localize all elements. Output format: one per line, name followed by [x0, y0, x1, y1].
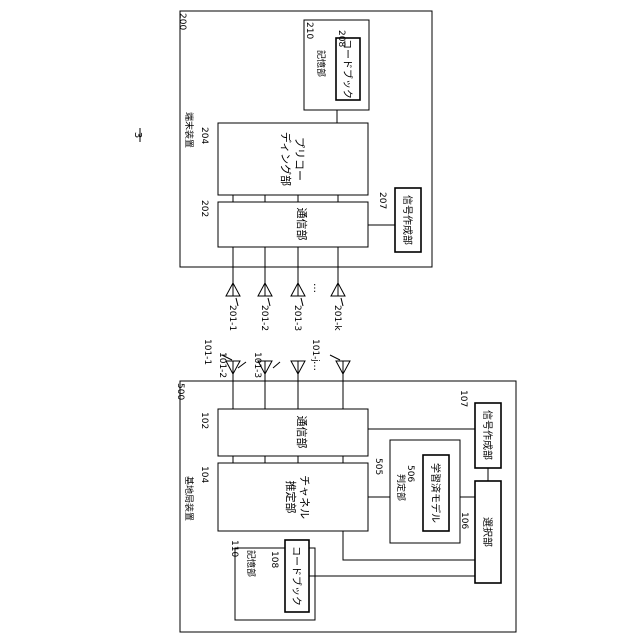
base-select-label: 選択部	[481, 517, 494, 547]
base-storage-ref: 110	[229, 540, 239, 557]
figure-number: 3	[132, 132, 143, 138]
terminal-antenna-1	[226, 283, 240, 296]
base-comm-box	[218, 409, 368, 456]
base-title: 基地局装置	[183, 476, 195, 521]
terminal-antenna-2	[258, 283, 272, 296]
terminal-precoding-label-1: プリコー	[293, 137, 306, 181]
base-antenna-label-j: 101-j	[310, 339, 320, 362]
terminal-antenna-label-3: 201-3	[292, 305, 302, 331]
base-channel-ref: 104	[199, 466, 209, 483]
terminal-antenna-leaders	[236, 298, 343, 306]
base-antenna-j	[336, 361, 350, 374]
terminal-ref: 200	[177, 13, 187, 30]
terminal-antenna-ellipsis: …	[311, 283, 322, 293]
base-codebook-ref: 108	[269, 551, 279, 568]
base-antenna-3	[291, 361, 305, 374]
terminal-comm-box	[218, 202, 368, 247]
base-channel-label-2: 推定部	[284, 481, 298, 514]
base-comm-label: 通信部	[295, 416, 309, 449]
terminal-storage-ref: 210	[304, 22, 314, 39]
base-judge-ref: 505	[373, 458, 383, 475]
terminal-signal-label: 信号作成部	[401, 195, 414, 245]
terminal-comm-label: 通信部	[295, 208, 309, 241]
terminal-antenna-3	[291, 283, 305, 296]
terminal-antenna-label-k: 201-k	[332, 305, 342, 331]
base-antenna-ellipsis: …	[311, 361, 322, 371]
base-storage-label: 記憶部	[245, 550, 257, 577]
terminal-precoding-box	[218, 123, 368, 195]
terminal-codebook-label: コードブック	[341, 39, 354, 99]
terminal-signal-ref: 207	[377, 192, 387, 209]
base-channel-label-1: チャネル	[298, 475, 311, 519]
terminal-storage-label: 記憶部	[315, 50, 327, 77]
terminal-comm-ref: 202	[199, 200, 209, 217]
terminal-antenna-label-2: 201-2	[259, 305, 269, 331]
terminal-precoding-ref: 204	[199, 127, 209, 144]
base-signal-label: 信号作成部	[481, 410, 494, 460]
terminal-antenna-label-1: 201-1	[227, 305, 237, 331]
terminal-precoding-label-2: ディング部	[279, 132, 293, 186]
base-model-label: 学習済モデル	[429, 463, 442, 523]
base-antenna-label-1: 101-1	[202, 339, 212, 365]
terminal-antenna-k	[331, 283, 345, 296]
base-signal-ref: 107	[458, 390, 468, 407]
base-codebook-label: コードブック	[290, 546, 303, 606]
base-antenna-label-2: 101-2	[217, 352, 227, 378]
base-select-ref: 106	[459, 512, 469, 529]
base-model-ref: 506	[405, 465, 415, 482]
base-comm-ref: 102	[199, 412, 209, 429]
terminal-title: 端末装置	[183, 112, 195, 148]
base-ref: 500	[175, 383, 185, 400]
